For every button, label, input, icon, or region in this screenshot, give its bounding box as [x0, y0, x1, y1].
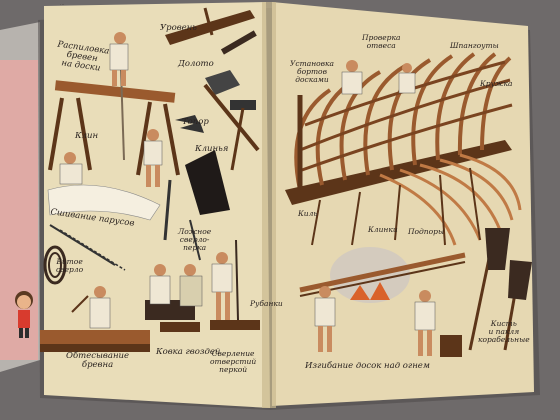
rope-coil-illustration	[43, 245, 67, 285]
label-sverlenie: Сверление отверстий перкой	[210, 349, 257, 374]
label-ustanovka: Установка бортов досками	[290, 59, 334, 84]
right-page	[272, 2, 534, 406]
label-klinya: Клинья	[195, 144, 229, 154]
label-shpangouty: Шпангоуты	[450, 41, 499, 50]
plank-bending-illustration	[299, 247, 466, 357]
label-obtesyvanie: Обтесывание бревна	[66, 351, 130, 370]
label-proverka: Проверка отвеса	[362, 33, 401, 50]
intro-text: …	[60, 2, 65, 7]
sail-sewing-illustration	[47, 152, 161, 221]
tools-illustration	[49, 7, 260, 271]
forging-illustration	[145, 264, 203, 332]
sawing-illustration	[48, 32, 180, 187]
label-kruzhka: Кружка	[480, 79, 513, 88]
brushes-illustration	[468, 228, 532, 351]
label-kovka: Ковка гвоздей	[156, 347, 221, 357]
label-klinki: Клинки	[368, 225, 398, 234]
label-uroven: Уровень	[160, 23, 197, 33]
ship-hull-illustration	[285, 52, 522, 246]
label-doloto: Долото	[178, 59, 214, 69]
label-podpory: Подпоры	[408, 227, 445, 236]
book-gutter	[262, 2, 276, 408]
label-izgibanie: Изгибание досок над огнем	[305, 361, 430, 371]
label-klin: Клин	[75, 131, 99, 141]
drilling-illustration	[210, 239, 260, 330]
label-vitoe: Витое сверло	[56, 257, 84, 274]
label-lozhnoe: Ложное сверло- перка	[178, 227, 212, 252]
label-kist: Кисть и пакля корабельные	[478, 319, 530, 344]
label-rubanki: Рубанки	[250, 299, 283, 308]
label-kil: Киль	[298, 209, 318, 218]
hewing-illustration	[40, 286, 150, 352]
cartoon-kid	[15, 291, 33, 338]
label-topor: Топор	[182, 117, 209, 127]
